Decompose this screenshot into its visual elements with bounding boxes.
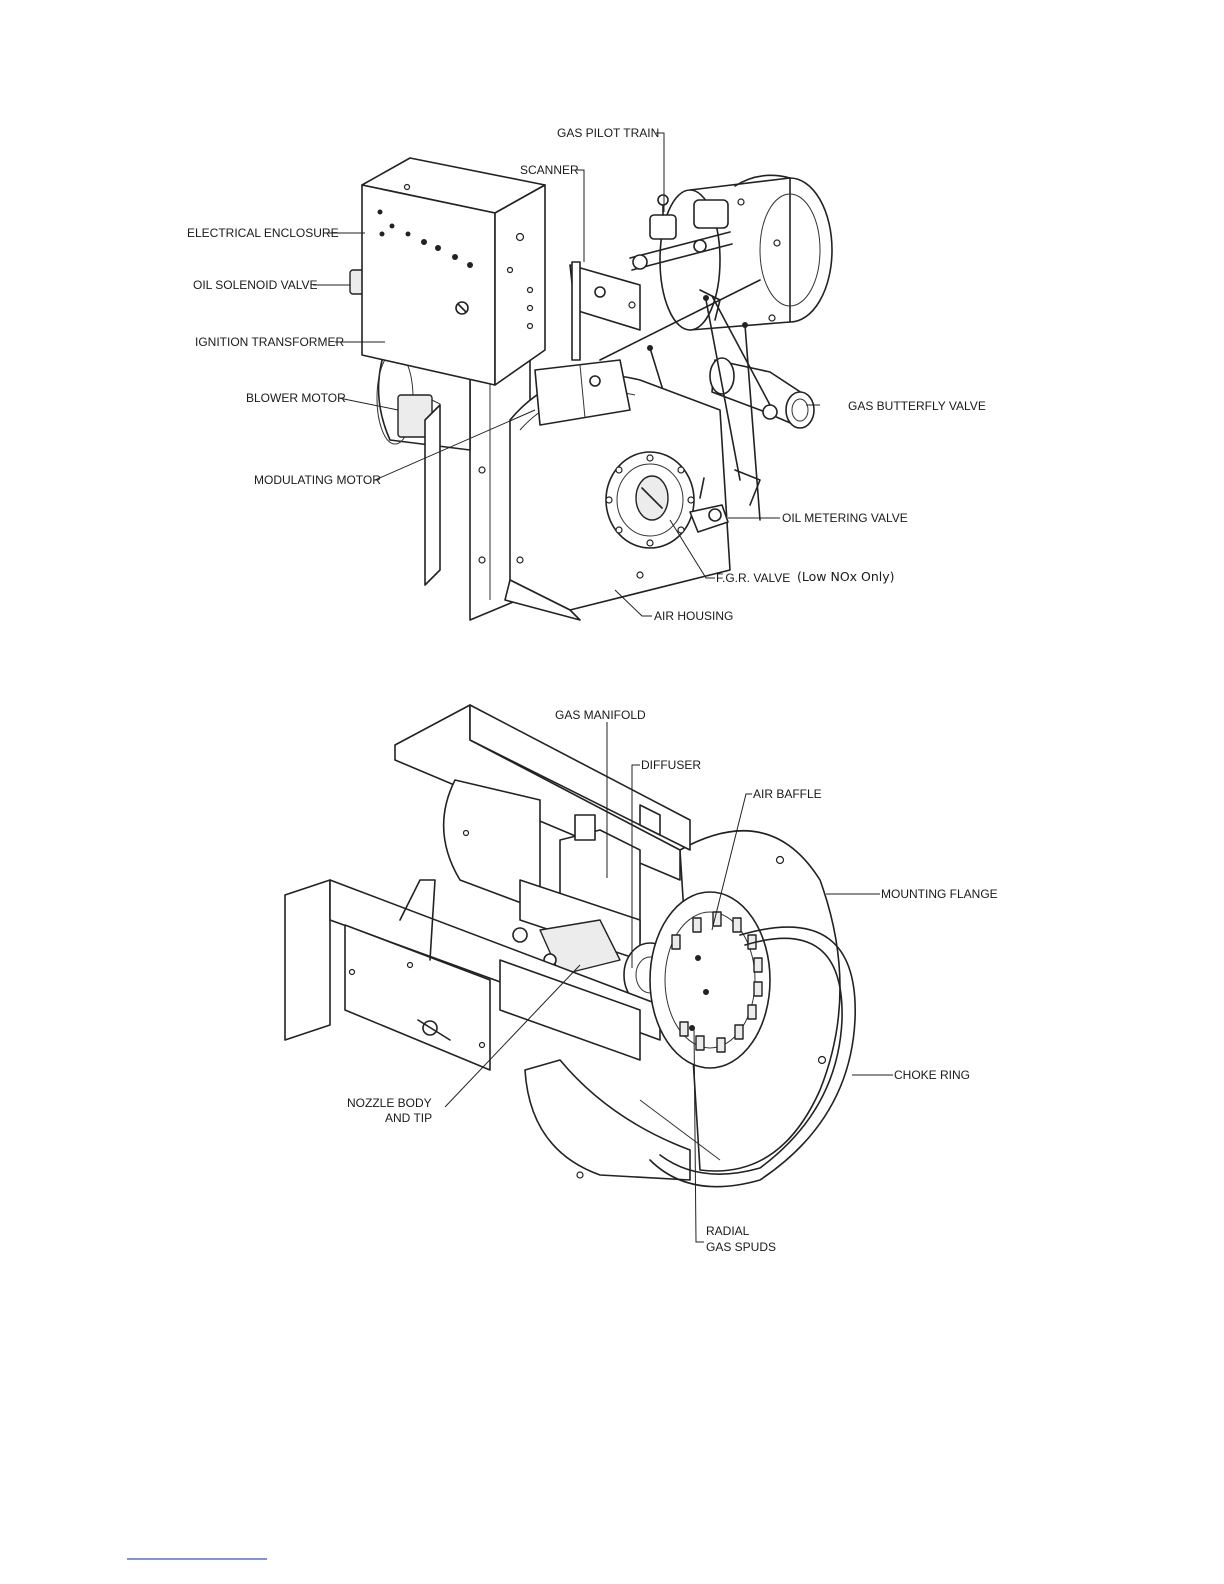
label-electrical-enclosure: ELECTRICAL ENCLOSURE — [187, 226, 339, 240]
burner-assembly-drawing — [350, 158, 832, 620]
label-modulating-motor: MODULATING MOTOR — [254, 473, 381, 487]
label-gas-manifold: GAS MANIFOLD — [555, 708, 646, 722]
label-mounting-flange: MOUNTING FLANGE — [881, 887, 998, 901]
label-gas-pilot-train: GAS PILOT TRAIN — [557, 126, 659, 140]
label-gas-butterfly-valve: GAS BUTTERFLY VALVE — [848, 399, 986, 413]
label-scanner: SCANNER — [520, 163, 579, 177]
label-diffuser: DIFFUSER — [641, 758, 701, 772]
label-ignition-transformer: IGNITION TRANSFORMER — [195, 335, 344, 349]
electrical-enclosure-part — [362, 158, 545, 385]
label-radial-gas-spuds-line2: GAS SPUDS — [706, 1240, 776, 1254]
label-nozzle-body-line1: NOZZLE BODY — [347, 1096, 432, 1110]
label-fgr-valve: F.G.R. VALVE — [716, 571, 790, 585]
label-nozzle-body-line2: AND TIP — [385, 1111, 432, 1125]
air-baffle-part — [650, 892, 770, 1068]
label-blower-motor: BLOWER MOTOR — [246, 391, 346, 405]
label-fgr-note: (Low NOx Only) — [797, 569, 895, 584]
burner-drawer-drawing — [285, 705, 855, 1187]
burner-tube — [660, 175, 832, 330]
label-radial-gas-spuds-line1: RADIAL — [706, 1224, 750, 1238]
blower-motor-part — [377, 345, 470, 585]
gas-butterfly-valve-part — [710, 358, 814, 428]
label-oil-metering-valve: OIL METERING VALVE — [782, 511, 908, 525]
fgr-valve-part — [606, 452, 694, 548]
label-oil-solenoid-valve: OIL SOLENOID VALVE — [193, 278, 318, 292]
label-air-housing: AIR HOUSING — [654, 609, 733, 623]
label-air-baffle: AIR BAFFLE — [753, 787, 822, 801]
label-choke-ring: CHOKE RING — [894, 1068, 970, 1082]
